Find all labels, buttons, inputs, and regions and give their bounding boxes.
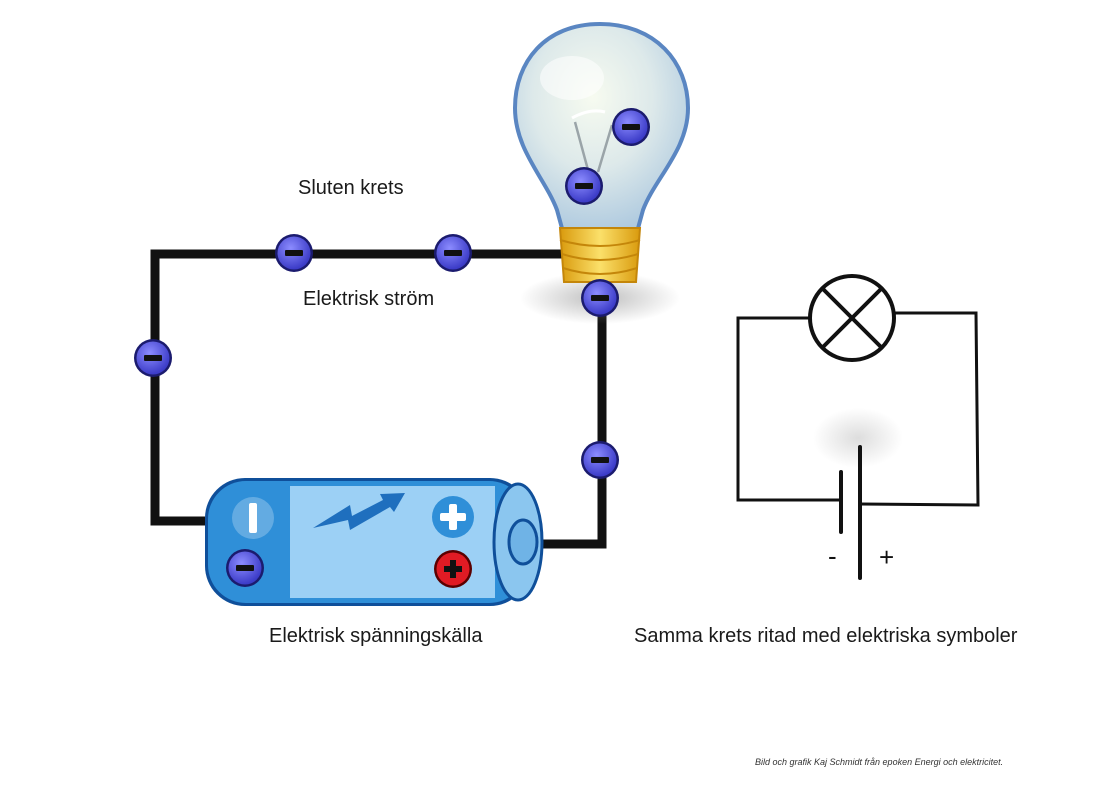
electron-icon [275,234,313,272]
electron-icon [581,441,619,479]
light-bulb [512,21,691,324]
schematic-plus-sign: + [879,542,895,572]
electric-current-label: Elektrisk ström [303,288,435,310]
lightning-icon [313,493,405,530]
battery [205,478,544,606]
electron-icon [612,108,650,146]
lamp-socket [558,227,642,283]
voltage-source-label: Elektrisk spänningskälla [269,625,483,647]
schematic-circuit [736,274,980,580]
electron-icon [565,167,603,205]
schematic-minus-sign: - [828,541,837,571]
electron-icon [581,279,619,317]
lamp-symbol-icon [808,274,896,362]
image-credit: Bild och grafik Kaj Schmidt från epoken … [755,757,1004,767]
electron-icon [226,549,264,587]
symbol-caption: Samma krets ritad med elektriska symbole… [634,625,1018,647]
electron-icon [134,339,172,377]
circuit-wire [150,249,607,549]
positive-charge-icon [434,550,472,588]
battery-negative-mark [232,497,274,539]
closed-circuit-label: Sluten krets [298,177,404,199]
battery-positive-mark [432,496,474,538]
electron-icon [434,234,472,272]
